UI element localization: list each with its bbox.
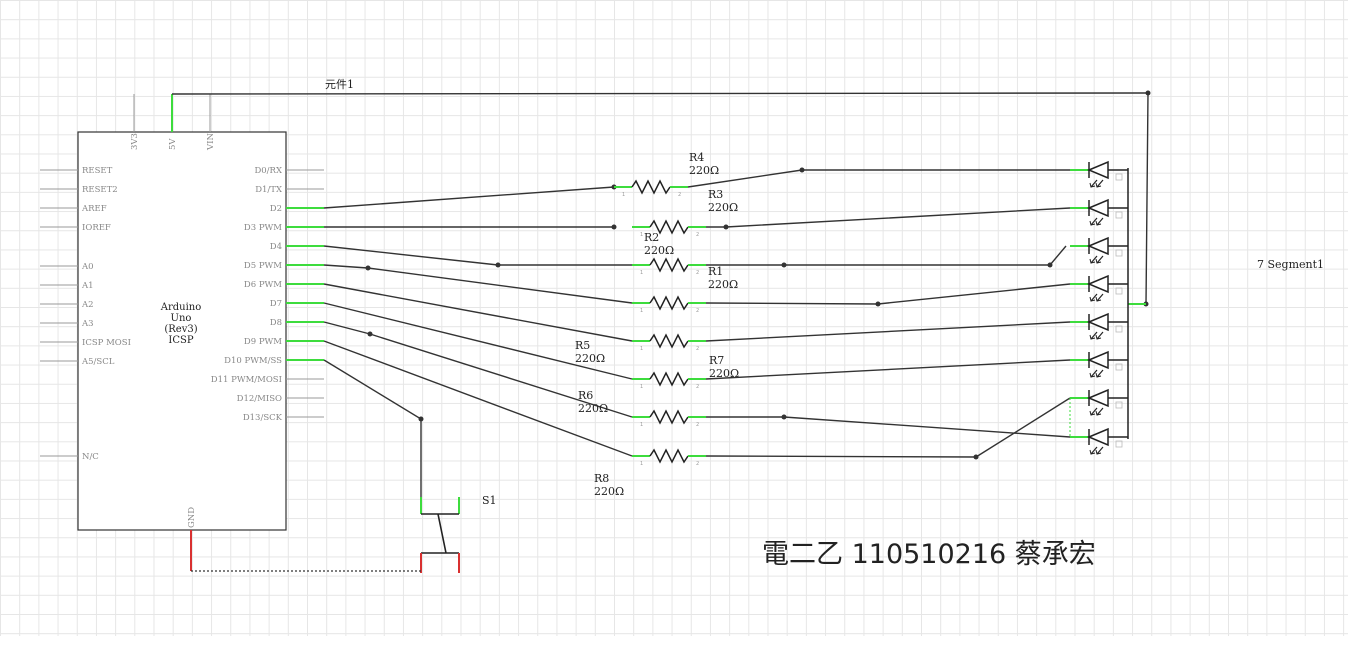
svg-text:2: 2 <box>696 384 699 390</box>
resistor-r2[interactable]: 1 2 R2 220Ω <box>632 231 706 276</box>
label-aref: AREF <box>81 204 107 214</box>
label-d2: D2 <box>270 204 282 214</box>
segment-led-5 <box>1070 312 1128 340</box>
svg-text:1: 1 <box>640 346 643 352</box>
label-d5: D5 PWM <box>244 261 282 271</box>
switch-label: S1 <box>482 494 497 507</box>
r8-name: R8 <box>594 472 609 485</box>
r1-name: R1 <box>708 265 723 278</box>
label-d11: D11 PWM/MOSI <box>211 375 282 385</box>
resistor-r8[interactable]: 1 2 R8 220Ω <box>594 448 706 498</box>
label-vin: VIN <box>206 133 216 151</box>
arduino-name-line2: Uno <box>171 313 192 324</box>
label-reset2: RESET2 <box>82 185 118 195</box>
label-3v3: 3V3 <box>130 133 140 150</box>
resistor-r3[interactable]: 1 2 R3 220Ω <box>632 188 738 238</box>
label-nc: N/C <box>82 452 99 462</box>
left-pins <box>40 169 78 457</box>
label-a0: A0 <box>81 262 94 272</box>
label-gnd: GND <box>187 507 197 528</box>
label-icsp-mosi: ICSP MOSI <box>82 338 131 348</box>
label-d8: D8 <box>270 318 282 328</box>
label-d6: D6 PWM <box>244 280 282 290</box>
r3-name: R3 <box>708 188 723 201</box>
segment-led-4 <box>1070 274 1128 302</box>
arduino-uno[interactable]: Arduino Uno (Rev3) ICSP 3V3 5V VIN GND R… <box>40 94 324 571</box>
segment-led-8 <box>1070 427 1128 455</box>
seven-segment[interactable] <box>1069 160 1129 455</box>
label-d1: D1/TX <box>255 185 283 195</box>
segment-led-6 <box>1070 350 1128 378</box>
label-d4: D4 <box>270 242 282 252</box>
svg-text:2: 2 <box>696 461 699 467</box>
label-d3: D3 PWM <box>244 223 282 233</box>
r1-value: 220Ω <box>708 278 738 291</box>
signal-wires <box>323 184 633 497</box>
author-title: 電二乙 110510216 蔡承宏 <box>762 539 1096 570</box>
svg-text:1: 1 <box>640 422 643 428</box>
segment-label: 7 Segment1 <box>1257 258 1324 271</box>
segment-led-2 <box>1070 198 1128 226</box>
resistor-r4[interactable]: 1 2 R4 220Ω <box>614 151 719 198</box>
r5-value: 220Ω <box>575 352 605 365</box>
r6-name: R6 <box>578 389 593 402</box>
segment-led-3 <box>1070 236 1128 264</box>
label-d12: D12/MISO <box>237 394 282 404</box>
r4-name: R4 <box>689 151 704 164</box>
label-a5-scl: A5/SCL <box>81 357 115 367</box>
resistor-r1[interactable]: 1 2 R1 220Ω <box>632 265 738 314</box>
r6-value: 220Ω <box>578 402 608 415</box>
label-a1: A1 <box>81 281 94 291</box>
net-label: 元件1 <box>325 78 354 91</box>
pushbutton-s1[interactable]: S1 <box>420 494 497 573</box>
segment-wires <box>687 167 1071 460</box>
svg-text:1: 1 <box>640 308 643 314</box>
label-d10: D10 PWM/SS <box>224 356 282 366</box>
svg-text:2: 2 <box>696 232 699 238</box>
label-d0: D0/RX <box>254 166 282 176</box>
svg-text:1: 1 <box>640 232 643 238</box>
svg-text:1: 1 <box>640 461 643 467</box>
r5-name: R5 <box>575 339 590 352</box>
label-a3: A3 <box>81 319 94 329</box>
arduino-body <box>77 131 287 531</box>
svg-text:1: 1 <box>640 270 643 276</box>
svg-text:2: 2 <box>678 192 681 198</box>
right-pins <box>286 169 324 418</box>
resistor-r5[interactable]: 1 2 R5 220Ω <box>575 333 706 365</box>
label-d9: D9 PWM <box>244 337 282 347</box>
segment-led-1 <box>1070 160 1128 188</box>
svg-text:1: 1 <box>640 384 643 390</box>
arduino-name-line4: ICSP <box>168 335 193 346</box>
r8-value: 220Ω <box>594 485 624 498</box>
label-5v: 5V <box>168 138 178 150</box>
svg-text:1: 1 <box>622 192 625 198</box>
r2-value: 220Ω <box>644 244 674 257</box>
r7-name: R7 <box>709 354 724 367</box>
svg-text:2: 2 <box>696 270 699 276</box>
resistor-r6[interactable]: 1 2 R6 220Ω <box>578 389 706 428</box>
r7-value: 220Ω <box>709 367 739 380</box>
label-ioref: IOREF <box>82 223 111 233</box>
arduino-name-line1: Arduino <box>160 302 202 313</box>
resistor-r7[interactable]: 1 2 R7 220Ω <box>632 354 739 390</box>
label-d13: D13/SCK <box>243 413 283 423</box>
label-d7: D7 <box>270 299 282 309</box>
r4-value: 220Ω <box>689 164 719 177</box>
label-reset: RESET <box>82 166 113 176</box>
segment-led-7 <box>1070 388 1128 416</box>
svg-text:2: 2 <box>696 308 699 314</box>
arduino-name-line3: (Rev3) <box>164 324 197 335</box>
svg-text:2: 2 <box>696 346 699 352</box>
r2-name: R2 <box>644 231 659 244</box>
svg-text:2: 2 <box>696 422 699 428</box>
r3-value: 220Ω <box>708 201 738 214</box>
net-5v[interactable] <box>171 90 1151 307</box>
label-a2: A2 <box>81 300 94 310</box>
